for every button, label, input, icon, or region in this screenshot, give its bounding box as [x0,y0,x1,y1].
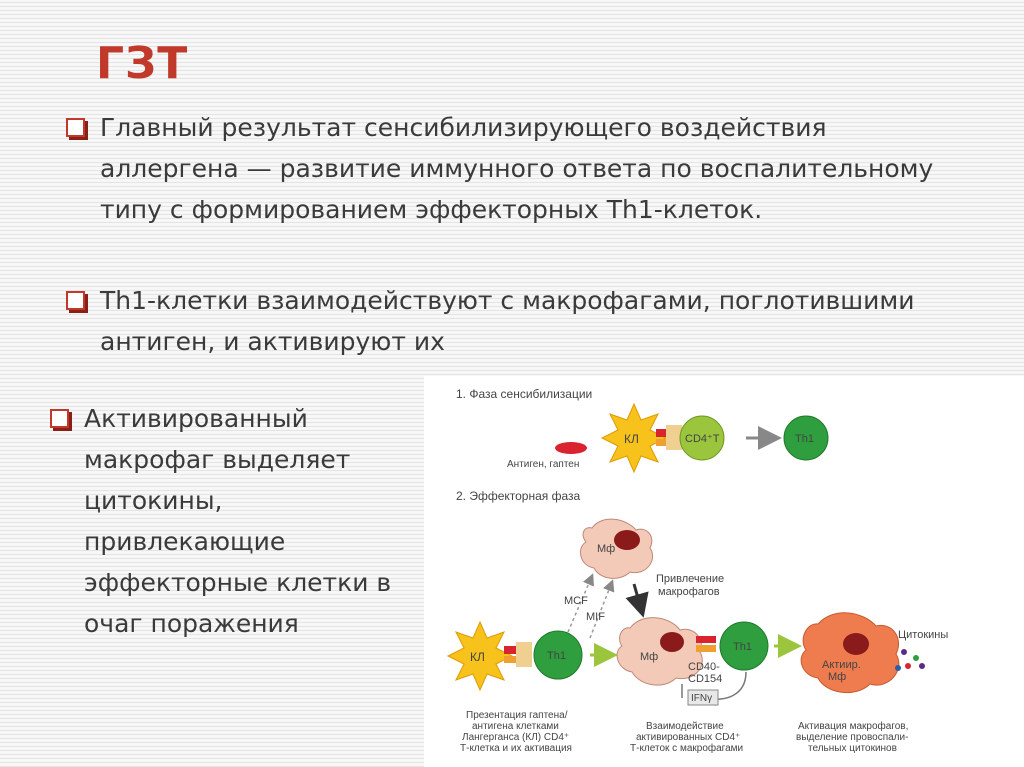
bullet-text: Активированный макрофаг выделяет цитокин… [84,404,392,638]
phase1-title: 1. Фаза сенсибилизации [456,387,592,401]
activated-mf-label: Актиир. [822,659,861,671]
kl-label: КЛ [470,650,485,664]
kl-label: КЛ [624,432,639,446]
cytokine-dot-icon [895,665,901,671]
caption-line: активированных CD4⁺ [636,732,740,743]
activated-mf-label: Мф [828,671,846,683]
bullet-activated-macrophage: Активированный макрофаг выделяет цитокин… [50,398,410,644]
caption-line: Лангерганса (КЛ) CD4⁺ [462,732,569,743]
antigen-label: Антиген, гаптен [507,459,579,470]
ifn-box [687,689,719,706]
caption-activation: Активация макрофагов, выделение провоспа… [796,720,908,754]
receptor-icon [666,425,682,450]
caption-presentation: Презентация гаптена/ антигена клетками Л… [460,710,572,754]
caption-line: Т-клеток с макрофагами [630,742,743,754]
caption-line: Взаимодействие [646,721,724,732]
macrophage-middle-icon: Мф [616,617,703,686]
mcf-arrow-icon [567,573,594,633]
cytokine-dot-icon [901,649,907,655]
cytokine-dot-icon [919,663,925,669]
langerhans-cell-icon: КЛ [600,402,668,474]
mcf-label: MCF [564,595,588,607]
caption-line: тельных цитокинов [808,743,897,754]
th1-label: Th1 [733,641,752,653]
th1-cell-icon [783,415,829,461]
th1-label: Th1 [547,650,566,662]
checkbox-bullet-icon [66,291,85,310]
checkbox-bullet-icon [66,118,85,137]
bullet-text: Th1-клетки взаимодействуют с макрофагами… [100,286,915,356]
th1-label: Th1 [795,433,814,445]
cytokine-dot-icon [905,663,911,669]
recruit-label: макрофагов [658,586,720,598]
caption-line: выделение провоспали- [796,732,908,743]
down-arrow-icon [625,583,649,618]
dth-diagram: 1. Фаза сенсибилизации Антиген, гаптен К… [424,376,1024,767]
th1-cell-icon [719,621,769,671]
caption-line: антигена клетками [472,721,559,732]
phase2-title: 2. Эффекторная фаза [456,489,581,503]
slide-title: ГЗТ [96,38,189,89]
cytokines-label: Цитокины [898,629,948,641]
caption-interaction: Взаимодействие активированных CD4⁺ Т-кле… [630,721,743,754]
langerhans-cell-bottom-icon: КЛ [446,620,514,692]
caption-line: Презентация гаптена/ [466,710,568,721]
antigen-icon [555,442,587,454]
cd154-label: CD154 [688,673,722,685]
dth-diagram-svg: 1. Фаза сенсибилизации Антиген, гаптен К… [446,387,948,754]
receptor-icon [696,645,716,652]
mif-arrow-icon [589,579,615,639]
recruit-label: Привлечение [656,573,724,585]
mf-label: Мф [597,543,615,555]
caption-line: Активация макрофагов, [798,720,908,732]
activated-macrophage-icon: Актиир. Мф [800,612,900,694]
macrophage-top-icon: Мф [579,518,653,579]
receptor-icon [516,642,532,667]
ifn-label: IFNγ [691,693,712,704]
cd4-t-cell-icon [679,415,725,461]
caption-line: Т-клетка и их активация [460,743,572,754]
mf-label: Мф [640,651,658,663]
receptor-icon [696,636,716,643]
bullet-main-result: Главный результат сенсибилизирующего воз… [66,107,946,230]
cd40-label: CD40- [688,661,720,673]
cytokine-dot-icon [913,655,919,661]
cd4t-label: CD4⁺T [685,433,720,445]
bullet-th1-interaction: Th1-клетки взаимодействуют с макрофагами… [66,280,946,362]
mif-label: MIF [586,611,605,623]
bullet-text: Главный результат сенсибилизирующего воз… [100,113,934,224]
checkbox-bullet-icon [50,409,69,428]
th1-cell-icon [533,630,583,680]
